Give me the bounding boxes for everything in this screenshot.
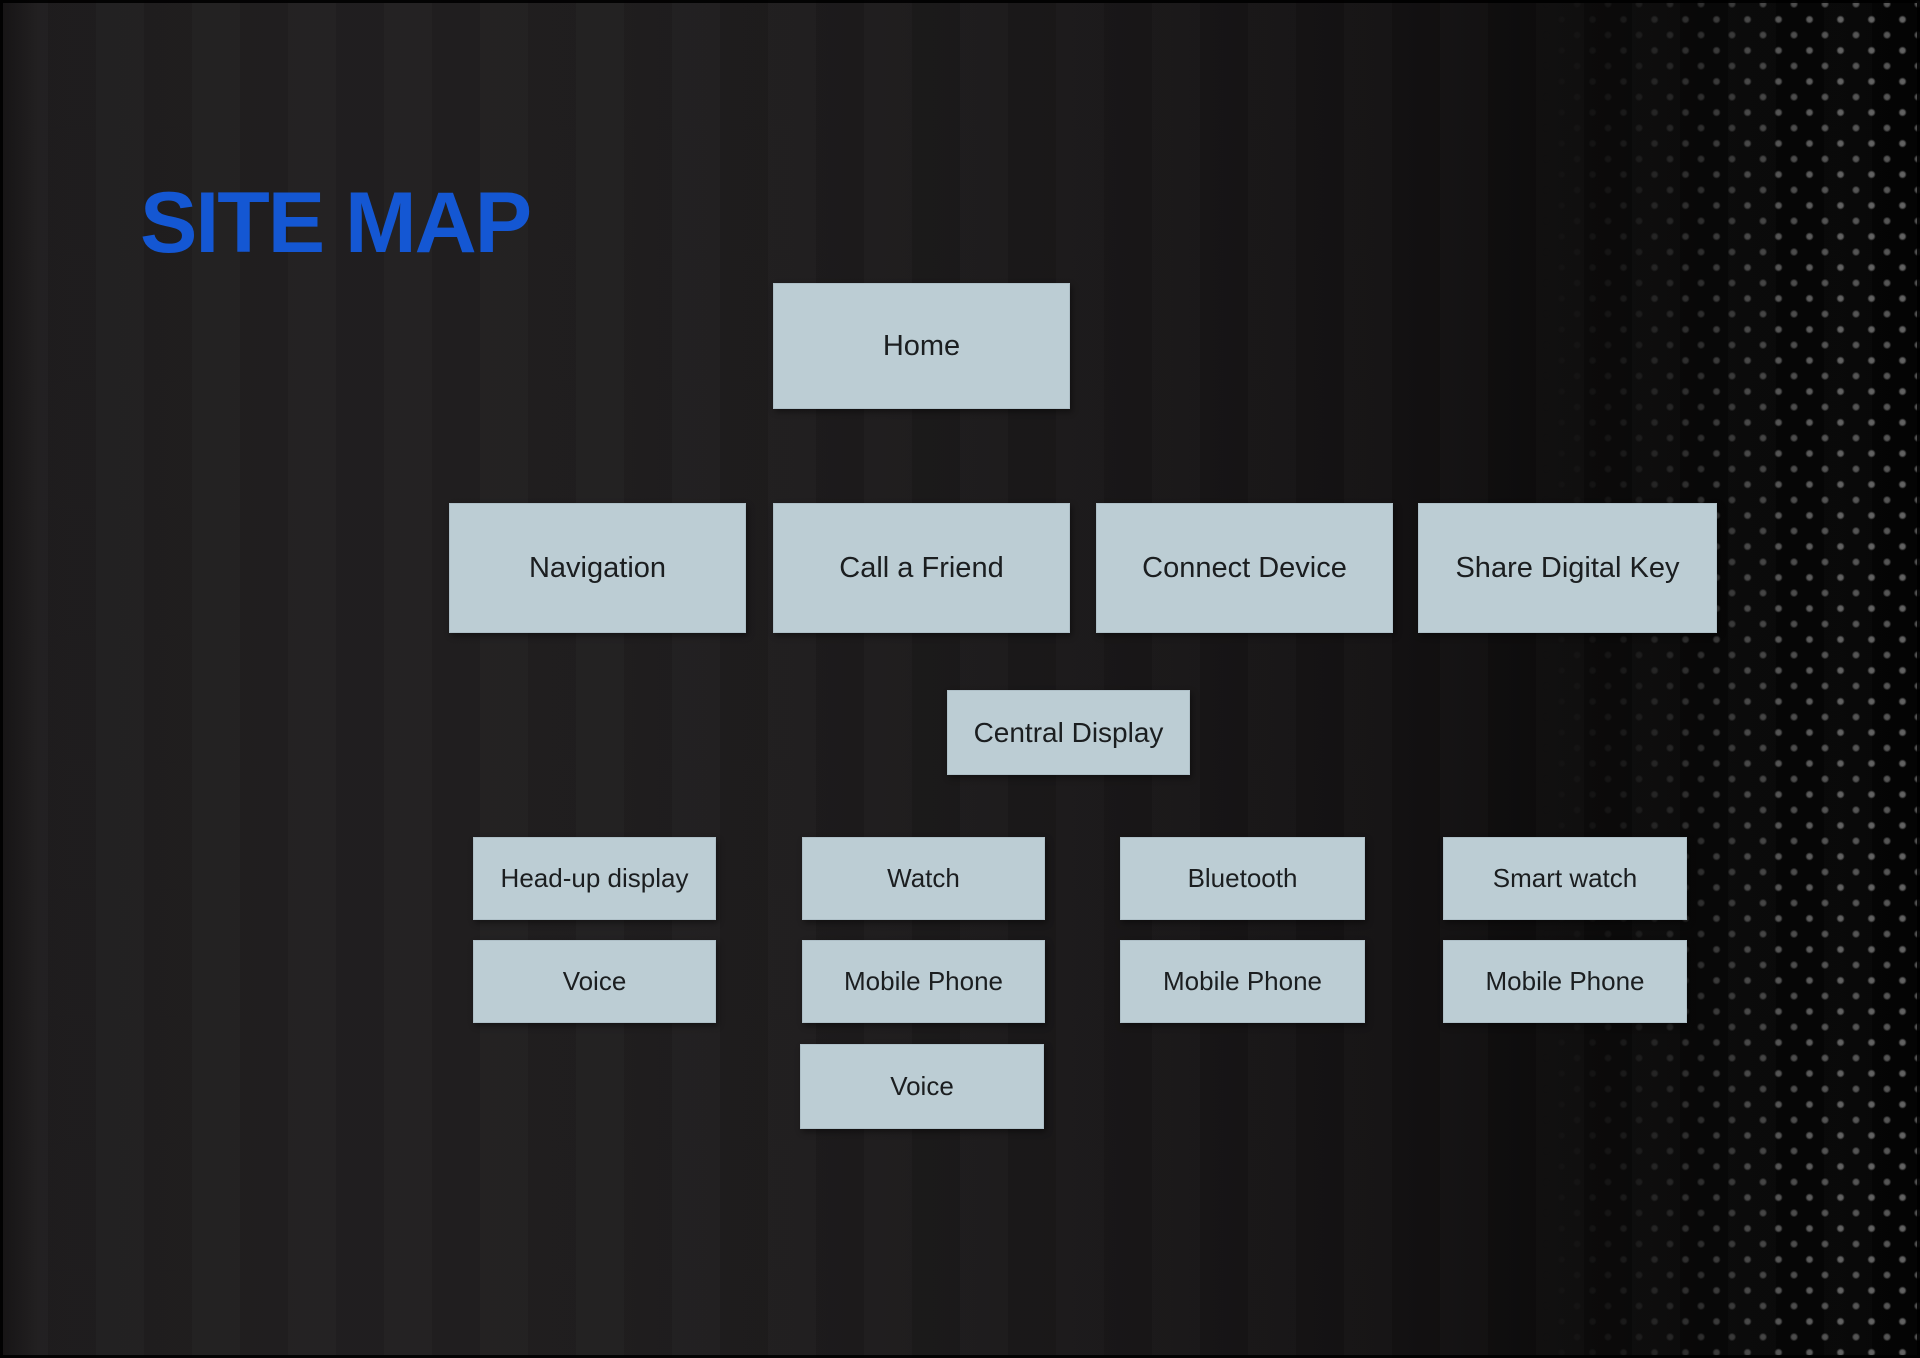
node-voice-under-navigation-label: Voice	[562, 966, 627, 996]
node-connect-device: Connect Device	[1096, 503, 1393, 633]
node-mobile-phone-under-share-label: Mobile Phone	[1485, 966, 1645, 996]
node-head-up-display: Head-up display	[473, 837, 716, 920]
node-connect-device-label: Connect Device	[1142, 551, 1347, 584]
page-title: SITE MAP	[140, 174, 532, 271]
node-mobile-phone-under-call: Mobile Phone	[802, 940, 1045, 1023]
node-call-a-friend: Call a Friend	[773, 503, 1070, 633]
halftone-dot-pattern	[1540, 0, 1920, 1358]
node-mobile-phone-under-share: Mobile Phone	[1443, 940, 1687, 1023]
node-central-display-label: Central Display	[973, 716, 1164, 748]
node-voice-under-call: Voice	[800, 1044, 1044, 1129]
node-home: Home	[773, 283, 1070, 409]
node-navigation-label: Navigation	[528, 551, 667, 584]
node-mobile-phone-under-connect-label: Mobile Phone	[1163, 966, 1322, 996]
node-bluetooth: Bluetooth	[1120, 837, 1365, 920]
node-watch-label: Watch	[887, 863, 960, 893]
node-watch: Watch	[802, 837, 1045, 920]
node-voice-under-navigation: Voice	[473, 940, 716, 1023]
node-mobile-phone-under-call-label: Mobile Phone	[844, 966, 1003, 996]
node-navigation: Navigation	[449, 503, 746, 633]
node-voice-under-call-label: Voice	[890, 1071, 954, 1101]
node-mobile-phone-under-connect: Mobile Phone	[1120, 940, 1365, 1023]
node-home-label: Home	[882, 329, 961, 362]
node-call-a-friend-label: Call a Friend	[839, 551, 1004, 584]
node-smart-watch: Smart watch	[1443, 837, 1687, 920]
node-bluetooth-label: Bluetooth	[1187, 863, 1298, 893]
node-share-digital-key-label: Share Digital Key	[1455, 551, 1680, 584]
node-central-display: Central Display	[947, 690, 1190, 775]
node-head-up-display-label: Head-up display	[500, 863, 689, 893]
node-smart-watch-label: Smart watch	[1492, 863, 1638, 893]
node-share-digital-key: Share Digital Key	[1418, 503, 1717, 633]
